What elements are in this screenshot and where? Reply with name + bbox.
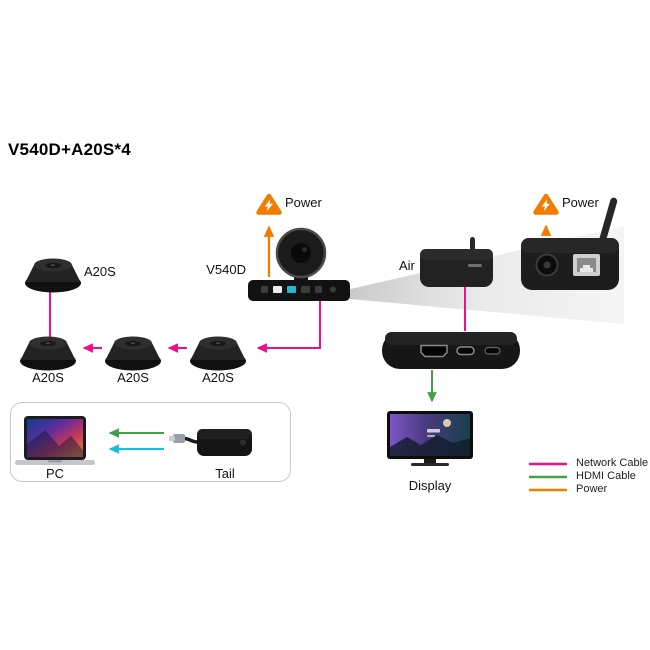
power-swatch [529, 488, 567, 491]
air-device-icon [420, 237, 493, 287]
wifi-antenna [598, 197, 618, 245]
a20s-speakerphone-3 [188, 330, 248, 372]
a20s-2-label: A20S [117, 370, 149, 385]
air-logo-mark [468, 264, 482, 267]
tail-dongle [169, 426, 255, 460]
a20s-speakerphone-icon [20, 336, 76, 371]
a20s-3-label: A20S [202, 370, 234, 385]
power-icon-right [533, 192, 559, 216]
legend-network-cable-label: Network Cable [576, 457, 649, 469]
usb-hub-device [381, 329, 521, 371]
legend-hdmi-cable-label: HDMI Cable [576, 470, 636, 482]
tail-label: Tail [215, 466, 235, 481]
a20s-speakerphone-2 [103, 330, 163, 372]
usb-c-port-1 [456, 346, 475, 356]
display-label: Display [408, 478, 452, 493]
pc-label: PC [45, 466, 65, 481]
usb-hub-icon [382, 332, 520, 369]
legend-item-network-cable: Network Cable [528, 458, 648, 469]
power-left-label: Power [285, 195, 322, 210]
a20s-speakerphone-icon [25, 258, 81, 293]
a20s-speakerphone-icon [190, 336, 246, 371]
camera-base [248, 280, 350, 301]
power-icon-left [256, 192, 282, 216]
display-monitor [387, 411, 473, 467]
usb-plug [173, 434, 185, 443]
laptop-icon [15, 416, 95, 465]
diagram-title: V540D+A20S*4 [8, 140, 131, 159]
dongle-cable [183, 436, 199, 444]
hdmi-port [420, 344, 448, 358]
network-cable-swatch [529, 462, 567, 465]
legend-item-hdmi-cable: HDMI Cable [528, 471, 648, 482]
v540d-label: V540D [206, 262, 246, 277]
display-stand [424, 459, 436, 463]
a20s-speakerphone-top [23, 252, 83, 294]
tail-dongle-icon [169, 429, 252, 456]
legend-item-power: Power [528, 484, 648, 495]
pc-laptop [15, 416, 95, 468]
a20s-top-label: A20S [84, 264, 116, 279]
base-station-rear-icon [521, 197, 619, 290]
display-monitor-icon [387, 411, 473, 466]
power-lightning-icon [256, 193, 282, 215]
a20s-1-label: A20S [32, 370, 64, 385]
v540d-camera-icon [248, 227, 350, 301]
a20s-speakerphone-icon [105, 336, 161, 371]
base-station-rear-device [517, 194, 625, 292]
camera-lens [291, 243, 311, 263]
air-label: Air [399, 258, 415, 273]
v540d-camera-device [248, 226, 350, 302]
air-antenna [470, 237, 475, 251]
hdmi-cable-swatch [529, 475, 567, 478]
network-cable-arrow-v540d-to-a20s [256, 296, 321, 353]
power-right-label: Power [562, 195, 599, 210]
air-device [419, 234, 495, 288]
a20s-speakerphone-1 [18, 330, 78, 372]
usb-c-port-2 [484, 346, 501, 355]
legend-power-label: Power [576, 483, 608, 495]
legend: Network Cable HDMI Cable Power [528, 458, 648, 495]
power-lightning-icon [533, 193, 559, 215]
